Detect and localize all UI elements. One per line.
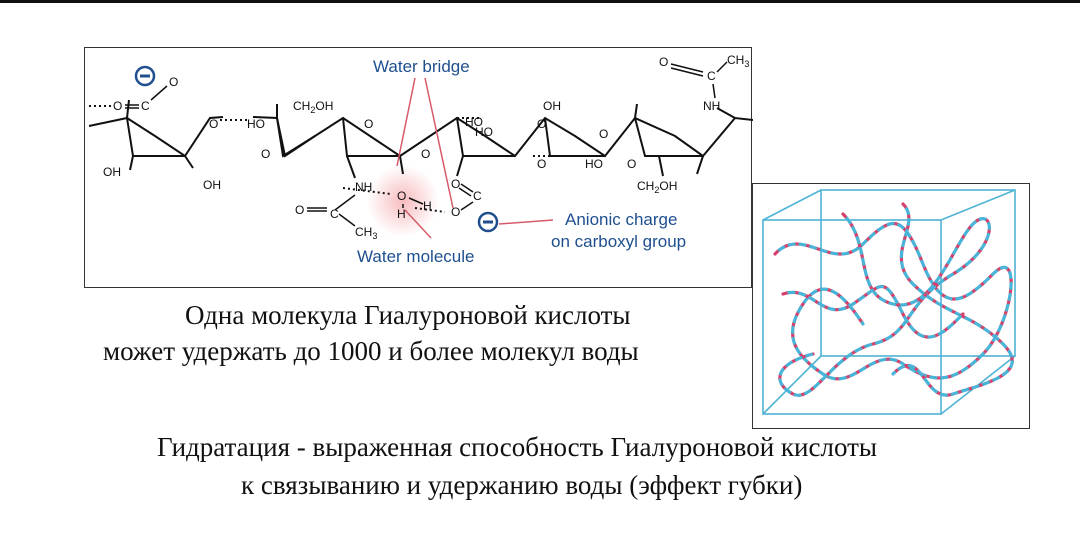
amide-carbon: C xyxy=(330,207,339,221)
hydroxyl-left: OH xyxy=(103,165,121,179)
hydroxyl-ho-2: HO xyxy=(465,115,483,129)
ring-oxygen-4: O xyxy=(627,157,636,171)
hydroxyl-top-right: OH xyxy=(543,99,561,113)
glycosidic-oxygen-3: O xyxy=(599,127,608,141)
top-border xyxy=(0,0,1080,3)
amide-oxygen: O xyxy=(295,203,304,217)
amide-oxygen-right: O xyxy=(659,55,668,69)
anionic-charge-label-line1: Anionic charge xyxy=(565,210,677,229)
annotation-pointers xyxy=(396,77,554,239)
water-hydrogen-2: H xyxy=(423,199,432,213)
amide-carbon-right: C xyxy=(707,69,716,83)
hydrogen-bonds xyxy=(89,105,583,213)
hyaluronic-network-panel xyxy=(752,183,1030,429)
ch2oh-bottom: CH2OH xyxy=(637,179,677,195)
hyaluronic-network-cube xyxy=(762,189,1016,415)
hydroxyl-left-bottom: OH xyxy=(203,178,221,192)
water-bridge-label: Water bridge xyxy=(373,57,470,76)
caption-water-capacity: может удержать до 1000 и более молекул в… xyxy=(103,336,639,366)
caption-sponge-effect: к связыванию и удержанию воды (эффект гу… xyxy=(241,470,803,500)
amide-nh: NH xyxy=(355,180,372,194)
glycosidic-oxygen-4: O xyxy=(537,157,546,171)
sugar-backbone xyxy=(88,99,753,179)
cube-wireframe xyxy=(762,189,1016,415)
water-oxygen: O xyxy=(397,189,406,203)
carboxyl-oxygen-left: O xyxy=(113,99,122,113)
carboxyl-oxygen-right-top: O xyxy=(451,177,460,191)
water-molecule-highlight xyxy=(367,165,439,237)
polymer-strands xyxy=(773,202,1014,397)
caption-hydration: Гидратация - выраженная способность Гиал… xyxy=(157,432,878,462)
carboxyl-carbon-right: C xyxy=(473,189,482,203)
hyaluronic-acid-structure-diagram: O C O O OH OH O HO CH2OH O O NH C O CH3 … xyxy=(88,53,753,266)
hyaluronic-acid-structure-panel: O C O O OH OH O HO CH2OH O O NH C O CH3 … xyxy=(84,47,753,288)
glycosidic-oxygen-2: O xyxy=(421,147,430,161)
amide-methyl-right: CH3 xyxy=(727,53,749,69)
anionic-charge-label-line2: on carboxyl group xyxy=(551,232,686,251)
hydroxyl-ho-4: HO xyxy=(585,157,603,171)
amide-nh-right: NH xyxy=(703,99,720,113)
ch2oh-top: CH2OH xyxy=(293,99,333,115)
hydroxyl-ho-1: HO xyxy=(247,117,265,131)
ring-oxygen-3: O xyxy=(537,117,546,131)
amide-methyl: CH3 xyxy=(355,225,377,241)
carboxyl-oxygen-top-left: O xyxy=(169,75,178,89)
glycosidic-oxygen-1: O xyxy=(261,147,270,161)
water-hydrogen-1: H xyxy=(397,207,406,221)
water-molecule-label: Water molecule xyxy=(357,247,474,266)
hydroxyl-ho-3: HO xyxy=(475,125,493,139)
caption-one-molecule: Одна молекула Гиалуроновой кислоты xyxy=(185,300,631,330)
ring-oxygen-2: O xyxy=(364,117,373,131)
carboxyl-oxygen-right: O xyxy=(451,205,460,219)
ring-oxygen-1: O xyxy=(209,117,218,131)
carboxyl-carbon-left: C xyxy=(141,99,150,113)
